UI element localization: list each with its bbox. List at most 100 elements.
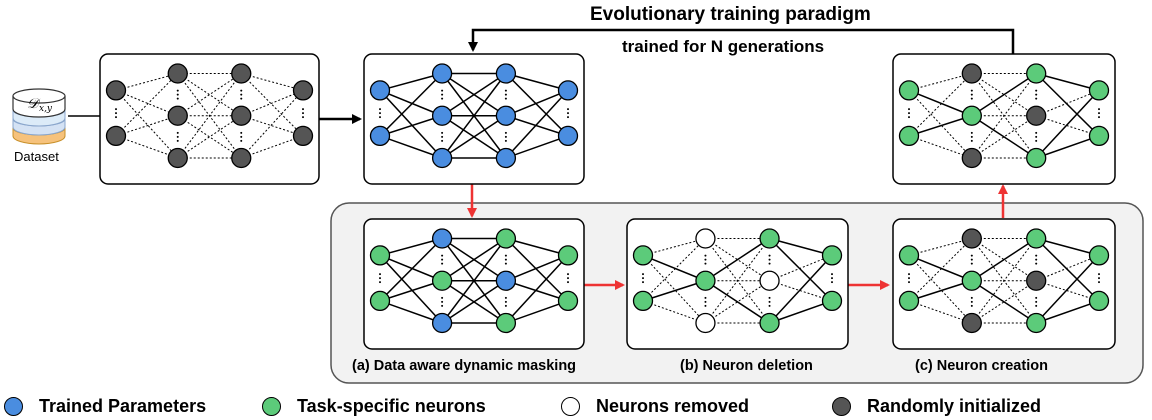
ellipsis-dot (642, 277, 644, 280)
ellipsis-dot (441, 97, 444, 100)
edge (971, 73, 1037, 159)
neuron-green (1088, 125, 1110, 147)
neuron-green (898, 245, 920, 266)
ellipsis-dot (1035, 296, 1038, 299)
edge (505, 89, 569, 117)
neuron-green (898, 125, 920, 147)
edge (971, 115, 1037, 159)
ellipsis-dot (240, 89, 243, 92)
neuron-green (961, 105, 982, 126)
ellipsis-dot (704, 262, 707, 265)
edge (642, 238, 706, 256)
ellipsis-dot (970, 254, 973, 257)
edge (705, 238, 770, 324)
caption-creation: (c) Neuron creation (915, 358, 1048, 374)
ellipsis-dot (704, 258, 707, 261)
edge (379, 237, 443, 302)
legend-removed-label: Neurons removed (596, 395, 750, 416)
neuron-green (495, 228, 517, 249)
edge (1035, 89, 1100, 159)
ellipsis-dot (240, 131, 243, 134)
edge (1035, 72, 1100, 92)
ellipsis-dot (504, 258, 507, 261)
neuron-green (431, 270, 453, 291)
neuron-gray (292, 125, 314, 147)
edge (115, 135, 178, 159)
edge (379, 89, 443, 117)
ellipsis-dot (115, 108, 117, 111)
neuron-green (632, 290, 654, 312)
ellipsis-dot (704, 254, 707, 257)
edge (1036, 254, 1100, 282)
ellipsis-dot (1035, 258, 1038, 261)
ellipsis-dot (970, 300, 973, 303)
ellipsis-dot (240, 93, 243, 96)
neuron-green (898, 80, 920, 101)
neuron-green (557, 245, 579, 266)
edge (441, 280, 507, 324)
neuron-green (1088, 80, 1110, 101)
dataset-label: Dataset (14, 149, 59, 164)
ellipsis-dot (441, 93, 444, 96)
neuron-blue (431, 228, 453, 249)
ellipsis-dot (970, 131, 973, 134)
dataset-subscript: x,y (39, 104, 53, 114)
ellipsis-dot (441, 131, 444, 134)
network-final-frame (892, 53, 1116, 185)
network-deletion-frame (626, 218, 849, 350)
neuron-white (695, 312, 716, 334)
edge (642, 254, 706, 282)
neuron-gray (231, 63, 252, 84)
edge (908, 89, 973, 117)
edge (441, 238, 507, 324)
neuron-green (495, 312, 517, 334)
edge (642, 238, 706, 302)
edge (769, 300, 833, 324)
legend-random: Randomly initialized (832, 393, 1041, 419)
ellipsis-dot (704, 304, 707, 307)
ellipsis-dot (1035, 300, 1038, 303)
neuron-white (695, 228, 716, 249)
edge (971, 280, 1037, 324)
neuron-blue (431, 105, 453, 126)
edge (705, 238, 770, 282)
edge (505, 72, 569, 92)
network-creation (892, 218, 1116, 350)
edge (379, 72, 443, 92)
neuron-gray (1026, 270, 1047, 291)
neuron-gray (231, 105, 252, 126)
neuron-green (759, 228, 780, 249)
ellipsis-dot (379, 277, 381, 280)
neuron-green (1026, 63, 1047, 84)
edge (705, 280, 770, 324)
edge (908, 73, 973, 137)
ellipsis-dot (1035, 304, 1038, 307)
neuron-white (759, 270, 780, 291)
neuron-green (759, 312, 780, 334)
ellipsis-dot (831, 281, 833, 284)
neuron-gray (231, 147, 252, 169)
ellipsis-dot (768, 254, 771, 257)
edge (379, 237, 443, 257)
edge (642, 280, 706, 302)
ellipsis-dot (1098, 273, 1100, 276)
legend-task-specific: Task-specific neurons (262, 393, 486, 419)
edge (241, 135, 304, 159)
ellipsis-dot (504, 304, 507, 307)
ellipsis-dot (768, 304, 771, 307)
edge (642, 255, 706, 324)
ellipsis-dot (379, 112, 381, 115)
ellipsis-dot (1035, 93, 1038, 96)
neuron-gray (961, 63, 982, 84)
edge (441, 72, 507, 117)
ellipsis-dot (567, 281, 569, 284)
network-creation-frame (892, 218, 1116, 350)
neuron-blue (369, 80, 391, 101)
ellipsis-dot (768, 262, 771, 265)
edge (971, 238, 1037, 324)
ellipsis-dot (379, 108, 381, 111)
legend-task-specific-label: Task-specific neurons (297, 395, 486, 416)
ellipsis-dot (1098, 281, 1100, 284)
edge (115, 90, 179, 159)
ellipsis-dot (908, 281, 910, 284)
